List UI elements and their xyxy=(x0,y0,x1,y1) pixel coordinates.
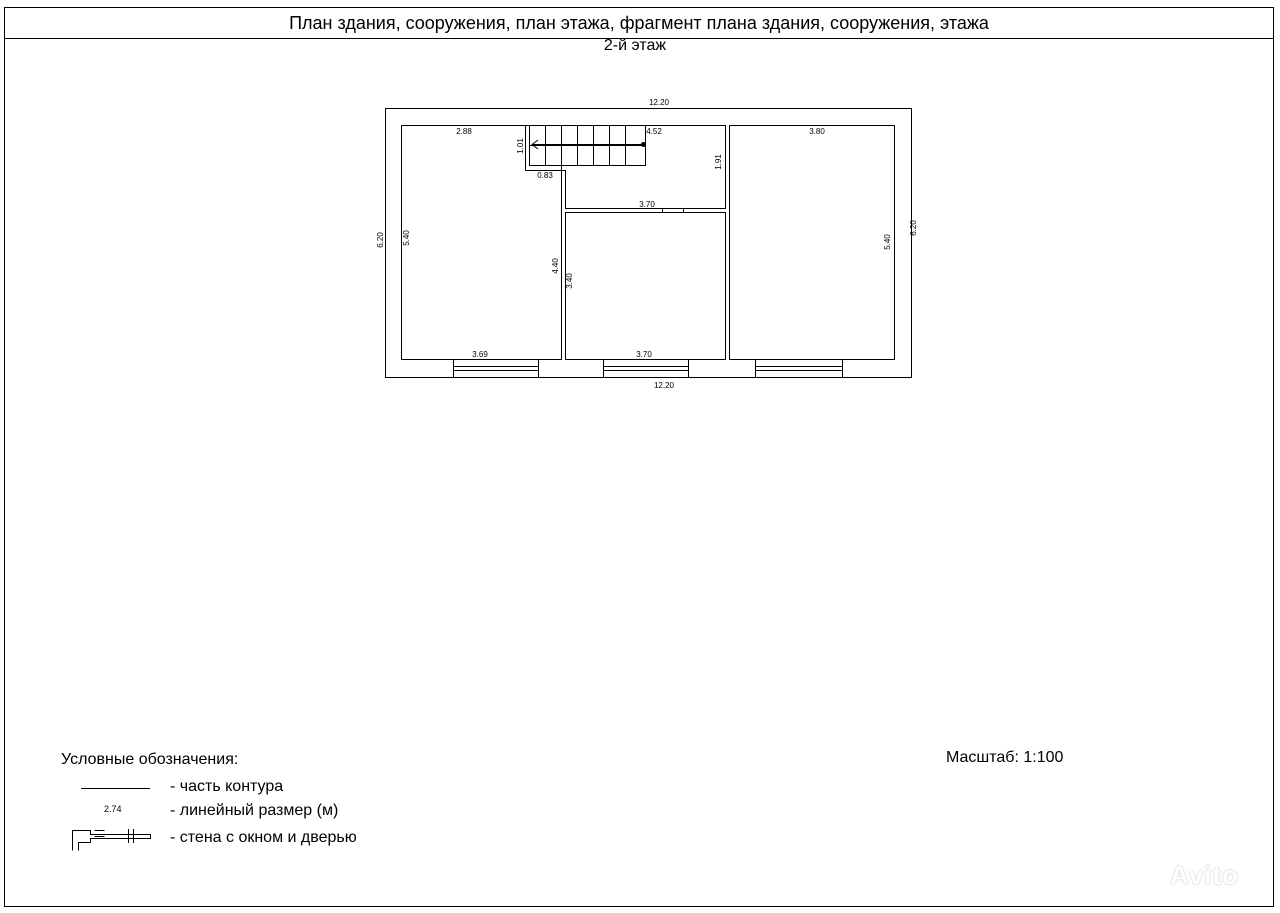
avito-watermark: Avito xyxy=(1170,860,1240,890)
page-title: План здания, сооружения, план этажа, фра… xyxy=(5,8,1273,39)
dim-right-room-width: 3.80 xyxy=(809,127,825,136)
room-right xyxy=(729,125,895,360)
window-middle xyxy=(603,359,689,378)
legend-title: Условные обозначения: xyxy=(61,751,239,768)
stair-start-dot xyxy=(641,142,646,147)
dim-right-room-height: 5.40 xyxy=(883,234,892,250)
dim-total-width-bottom: 12.20 xyxy=(654,381,675,390)
dim-corridor-width: 3.70 xyxy=(639,200,655,209)
outer-wall xyxy=(385,108,912,378)
dim-left-room-height: 5.40 xyxy=(402,230,411,246)
dim-middle-height-outer: 4.40 xyxy=(551,258,560,274)
floor-label: 2-й этаж xyxy=(603,37,667,54)
legend-sample-dimension: 2.74 xyxy=(104,804,122,814)
door-marks xyxy=(561,153,730,213)
legend-wall-label: - стена с окном и дверью xyxy=(170,829,357,846)
window-right xyxy=(755,359,843,378)
dim-middle-room-bottom: 3.70 xyxy=(636,350,652,359)
stair-steps xyxy=(529,125,646,166)
stair-arrow-head xyxy=(531,139,539,150)
drawing-frame: План здания, сооружения, план этажа, фра… xyxy=(4,7,1274,907)
legend-dimension-label: - линейный размер (м) xyxy=(170,802,339,819)
dim-total-height-right: 6.20 xyxy=(909,220,918,236)
dim-middle-height-inner: 3.40 xyxy=(565,273,574,289)
room-middle xyxy=(565,212,726,360)
dim-total-width-top: 12.20 xyxy=(649,98,670,107)
legend-wall-symbol xyxy=(72,829,151,851)
legend-contour-label: - часть контура xyxy=(170,778,284,795)
scale-label: Масштаб: 1:100 xyxy=(946,749,1064,766)
window-left xyxy=(453,359,539,378)
dim-stair-top: 4.52 xyxy=(646,127,662,136)
dim-corridor-side: 1.91 xyxy=(714,154,723,170)
corridor xyxy=(525,125,726,209)
room-left xyxy=(401,125,562,360)
dim-stair-step: 0.83 xyxy=(537,171,553,180)
dim-left-room-bottom: 3.69 xyxy=(472,350,488,359)
dim-total-height-left: 6.20 xyxy=(376,232,385,248)
dim-left-room-width: 2.88 xyxy=(456,127,472,136)
dim-stair-side: 1.01 xyxy=(516,138,525,154)
